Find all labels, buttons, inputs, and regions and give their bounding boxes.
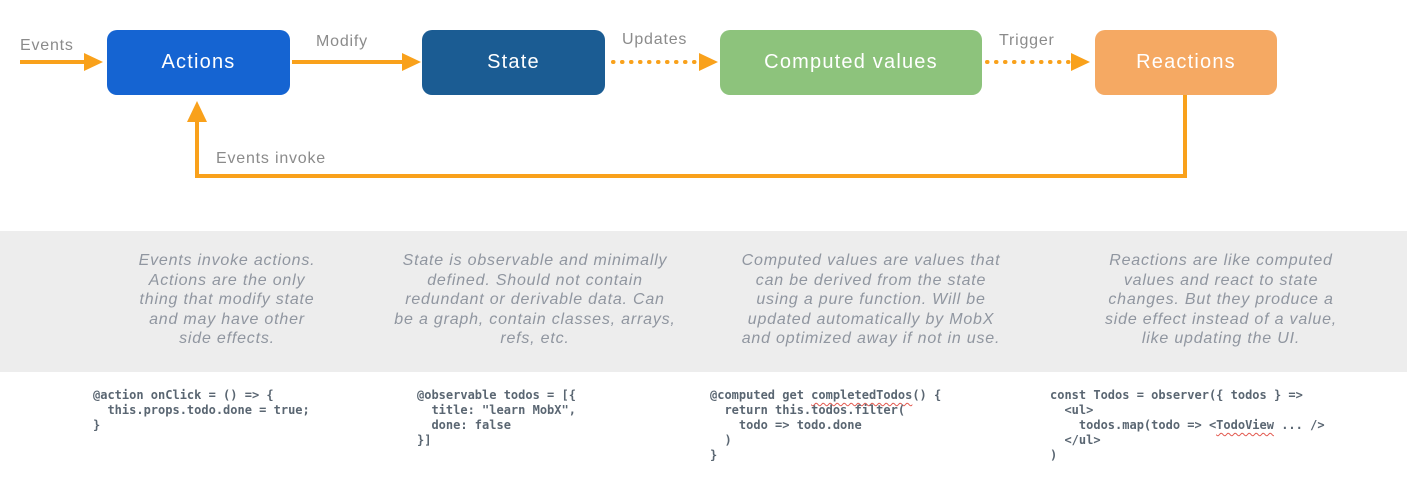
code-sample-action-text: @action onClick = () => { this.props.tod…	[93, 388, 310, 432]
node-actions: Actions	[107, 30, 290, 95]
description-actions: Events invoke actions. Actions are the o…	[138, 252, 316, 347]
code-sample-computed: @computed get completedTodos() { return …	[710, 388, 941, 463]
diagram-arrows-layer	[20, 53, 1187, 178]
node-computed-values: Computed values	[720, 30, 982, 95]
edge-label-modify: Modify	[316, 33, 368, 50]
code-sample-action: @action onClick = () => { this.props.tod…	[93, 388, 310, 433]
updates-dotted-arrow	[611, 53, 718, 71]
node-reactions-label: Reactions	[1136, 51, 1236, 73]
description-state: State is observable and minimally define…	[394, 252, 676, 347]
node-actions-label: Actions	[161, 51, 236, 73]
events-invoke-loop-arrow	[187, 95, 1187, 178]
edge-label-trigger: Trigger	[999, 32, 1055, 49]
node-reactions: Reactions	[1095, 30, 1277, 95]
code-sample-observable-text: @observable todos = [{ title: "learn Mob…	[417, 388, 576, 447]
code-sample-observer-post: ... /> </ul> )	[1050, 418, 1325, 462]
events-arrow	[20, 53, 103, 71]
info-band	[0, 231, 1407, 372]
edge-label-updates: Updates	[622, 31, 688, 48]
code-sample-observable: @observable todos = [{ title: "learn Mob…	[417, 388, 576, 448]
description-computed-values: Computed values are values that can be d…	[741, 252, 1001, 347]
edge-label-events-invoke: Events invoke	[216, 150, 327, 167]
edge-label-events: Events	[20, 37, 74, 54]
spellcheck-underline-completedtodos: completedTodos	[811, 388, 913, 402]
node-computed-values-label: Computed values	[764, 51, 938, 73]
spellcheck-underline-todoview: TodoView	[1216, 418, 1274, 432]
code-sample-computed-pre: @computed get	[710, 388, 812, 402]
node-state: State	[422, 30, 605, 95]
node-state-label: State	[487, 51, 540, 73]
trigger-dotted-arrow	[985, 53, 1090, 71]
code-sample-observer: const Todos = observer({ todos } => <ul>…	[1050, 388, 1325, 463]
code-sample-computed-post: () { return this.todos.filter( todo => t…	[710, 388, 942, 462]
modify-arrow	[292, 53, 421, 71]
description-reactions: Reactions are like computed values and r…	[1104, 252, 1338, 347]
code-sample-observer-pre: const Todos = observer({ todos } => <ul>…	[1050, 388, 1303, 432]
